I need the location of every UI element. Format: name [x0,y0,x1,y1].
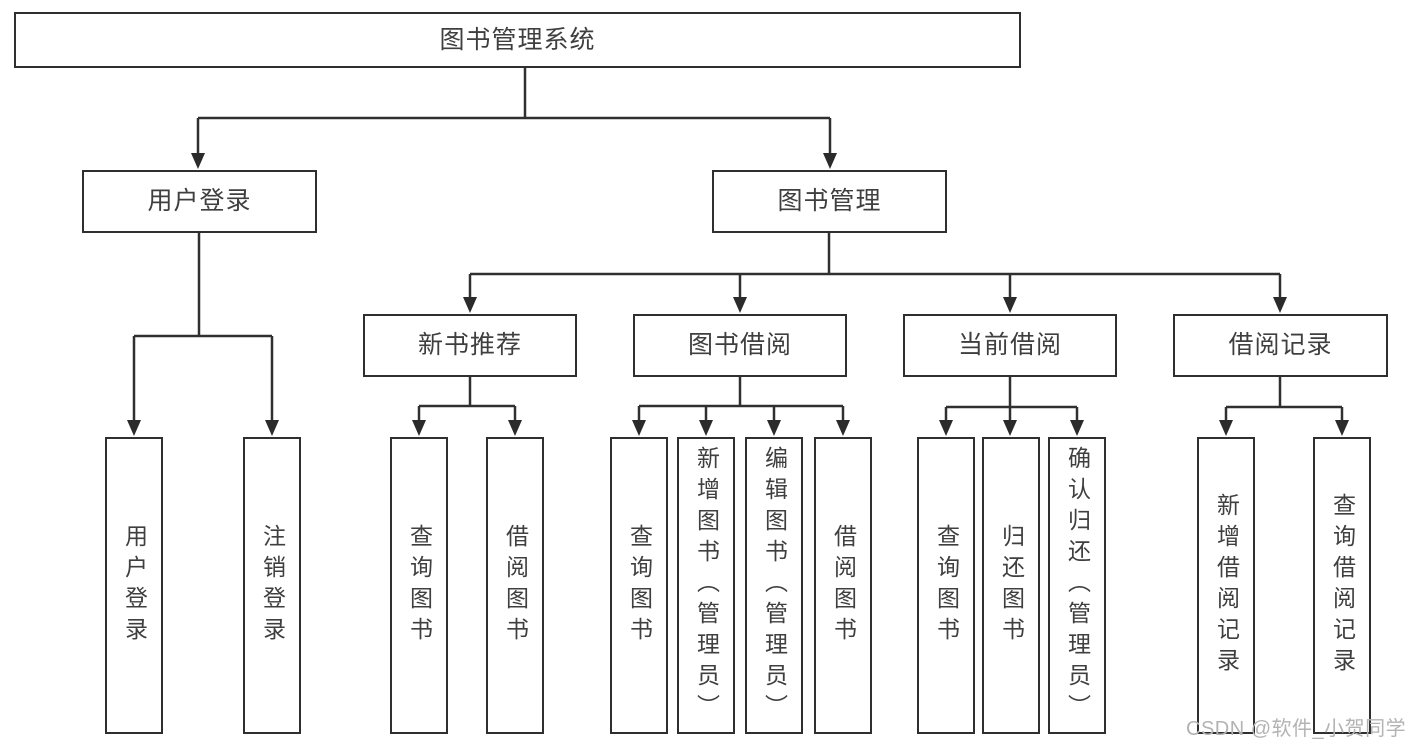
arrow-down-icon [836,420,850,436]
leaf-newrec-borrow-books: 借阅图书 [486,437,544,734]
node-new-book-recommend: 新书推荐 [363,314,577,377]
leaf-logout-label: 注销登录 [259,523,286,648]
leaf-borrow-add-book-admin: 新增图书（管理员） [677,437,735,734]
arrow-down-icon [127,420,141,436]
node-book-management: 图书管理 [712,170,947,233]
arrow-down-icon [823,153,837,169]
arrow-down-icon [1070,420,1084,436]
csdn-watermark: CSDN @软件_小贺同学 [1186,718,1405,740]
node-current-borrow: 当前借阅 [903,314,1117,377]
leaf-user-login-label: 用户登录 [121,523,148,648]
leaf-newrec-query-books-label: 查询图书 [406,523,433,648]
arrow-down-icon [1335,420,1349,436]
node-book-borrow: 图书借阅 [633,314,847,377]
leaf-borrow-borrow-books-label: 借阅图书 [830,523,857,648]
node-user-login: 用户登录 [82,170,317,233]
arrow-down-icon [699,420,713,436]
leaf-records-add-record-label: 新增借阅记录 [1213,492,1240,679]
leaf-current-query-books: 查询图书 [917,437,975,734]
arrow-down-icon [1219,420,1233,436]
leaf-borrow-edit-book-admin: 编辑图书（管理员） [745,437,803,734]
leaf-borrow-borrow-books: 借阅图书 [814,437,872,734]
leaf-newrec-borrow-books-label: 借阅图书 [502,523,529,648]
arrow-down-icon [265,420,279,436]
node-new-book-recommend-label: 新书推荐 [417,331,522,359]
leaf-records-add-record: 新增借阅记录 [1197,437,1255,734]
leaf-borrow-query-books: 查询图书 [610,437,668,734]
leaf-borrow-query-books-label: 查询图书 [626,523,653,648]
leaf-current-confirm-return-admin: 确认归还（管理员） [1048,437,1106,734]
arrow-down-icon [733,297,747,313]
node-root: 图书管理系统 [14,12,1021,68]
arrow-down-icon [1003,420,1017,436]
node-root-label: 图书管理系统 [439,25,596,54]
leaf-current-return-book: 归还图书 [982,437,1040,734]
node-borrow-records: 借阅记录 [1173,314,1388,377]
arrow-down-icon [508,420,522,436]
leaf-logout: 注销登录 [243,437,301,734]
node-book-borrow-label: 图书借阅 [687,331,792,359]
arrow-down-icon [939,420,953,436]
leaf-current-confirm-return-admin-label: 确认归还（管理员） [1064,446,1091,725]
arrow-down-icon [1273,297,1287,313]
arrow-down-icon [463,297,477,313]
arrow-down-icon [767,420,781,436]
node-current-borrow-label: 当前借阅 [957,331,1062,359]
arrow-down-icon [191,153,205,169]
arrow-down-icon [632,420,646,436]
leaf-records-query-record: 查询借阅记录 [1313,437,1371,734]
leaf-records-query-record-label: 查询借阅记录 [1329,492,1356,679]
arrow-down-icon [1003,297,1017,313]
leaf-borrow-edit-book-admin-label: 编辑图书（管理员） [761,446,788,725]
leaf-user-login: 用户登录 [105,437,163,734]
node-borrow-records-label: 借阅记录 [1228,331,1333,359]
arrow-down-icon [412,420,426,436]
node-book-management-label: 图书管理 [777,187,882,215]
leaf-newrec-query-books: 查询图书 [390,437,448,734]
leaf-current-query-books-label: 查询图书 [933,523,960,648]
leaf-borrow-add-book-admin-label: 新增图书（管理员） [693,446,720,725]
leaf-current-return-book-label: 归还图书 [998,523,1025,648]
node-user-login-label: 用户登录 [147,187,252,215]
